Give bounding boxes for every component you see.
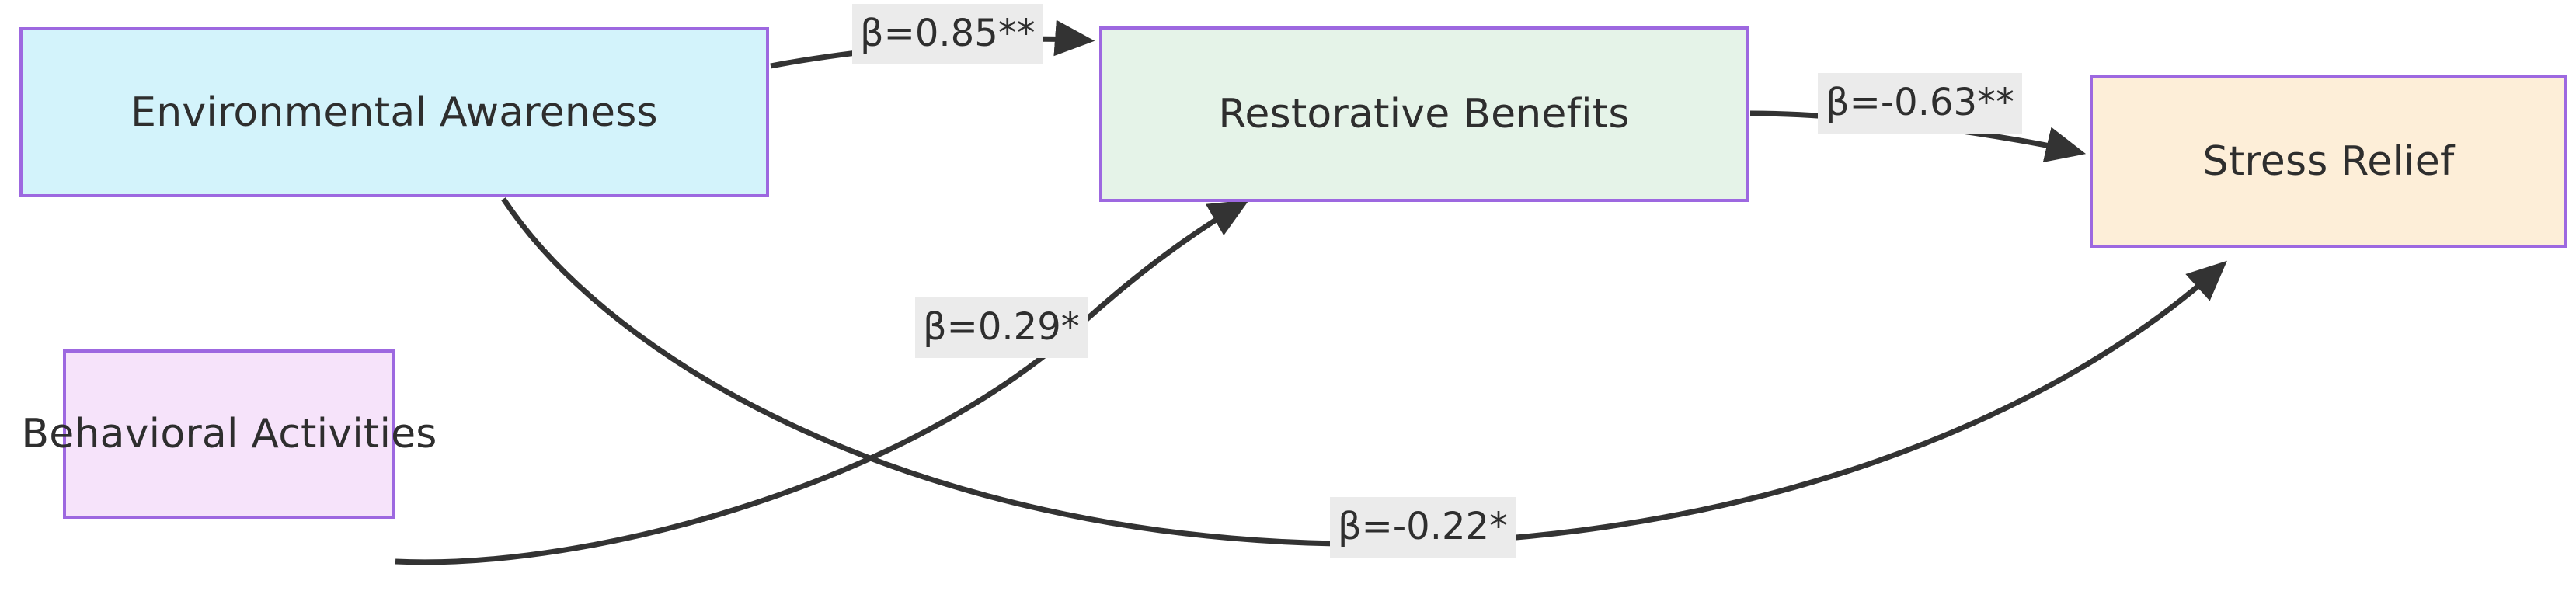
node-environmental-awareness[interactable]: Environmental Awareness: [19, 27, 769, 197]
node-behavioral-activities[interactable]: Behavioral Activities: [21, 349, 437, 519]
edge-path-ba-to-rb: [395, 200, 1250, 565]
node-stress-relief[interactable]: Stress Relief: [2090, 75, 2567, 248]
node-label-behavioral-activities: Behavioral Activities: [21, 411, 437, 457]
edge-label-rb-to-sr: β=-0.63**: [1818, 73, 2023, 134]
node-label-restorative-benefits: Restorative Benefits: [1218, 91, 1630, 137]
node-label-stress-relief: Stress Relief: [2202, 138, 2455, 185]
node-restorative-benefits[interactable]: Restorative Benefits: [1099, 26, 1749, 202]
edge-label-ba-to-rb: β=0.29*: [915, 297, 1088, 358]
edge-label-ea-to-sr: β=-0.22*: [1330, 497, 1516, 558]
edge-label-ea-to-rb: β=0.85**: [852, 4, 1043, 64]
edge-path-ea-to-sr: [501, 197, 2227, 547]
node-label-environmental-awareness: Environmental Awareness: [131, 89, 658, 136]
